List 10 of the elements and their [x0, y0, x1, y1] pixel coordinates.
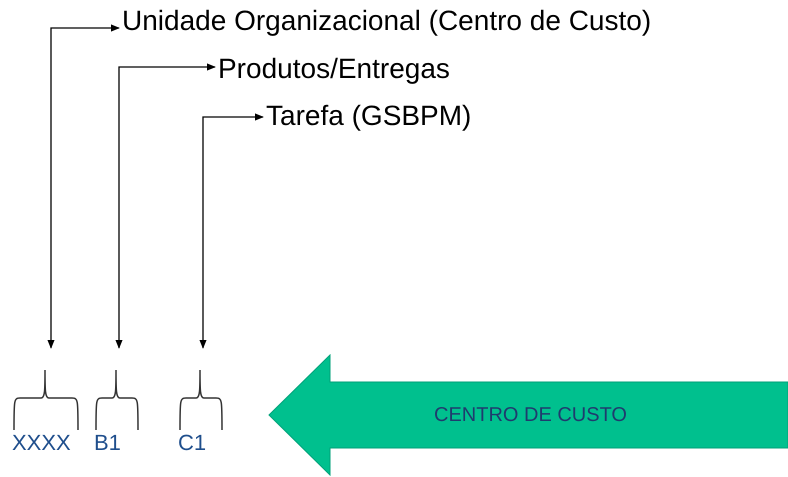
- arrow: [47, 24, 120, 349]
- arrow-label: CENTRO DE CUSTO: [434, 404, 627, 427]
- code-label: B1: [94, 430, 121, 456]
- arrow: [199, 113, 264, 349]
- arrow: [115, 63, 216, 349]
- heading-text: Produtos/Entregas: [218, 52, 450, 86]
- code-label: XXXX: [12, 430, 71, 456]
- heading-text: Tarefa (GSBPM): [266, 99, 472, 133]
- code-label: C1: [178, 430, 206, 456]
- heading-text: Unidade Organizacional (Centro de Custo): [122, 4, 652, 38]
